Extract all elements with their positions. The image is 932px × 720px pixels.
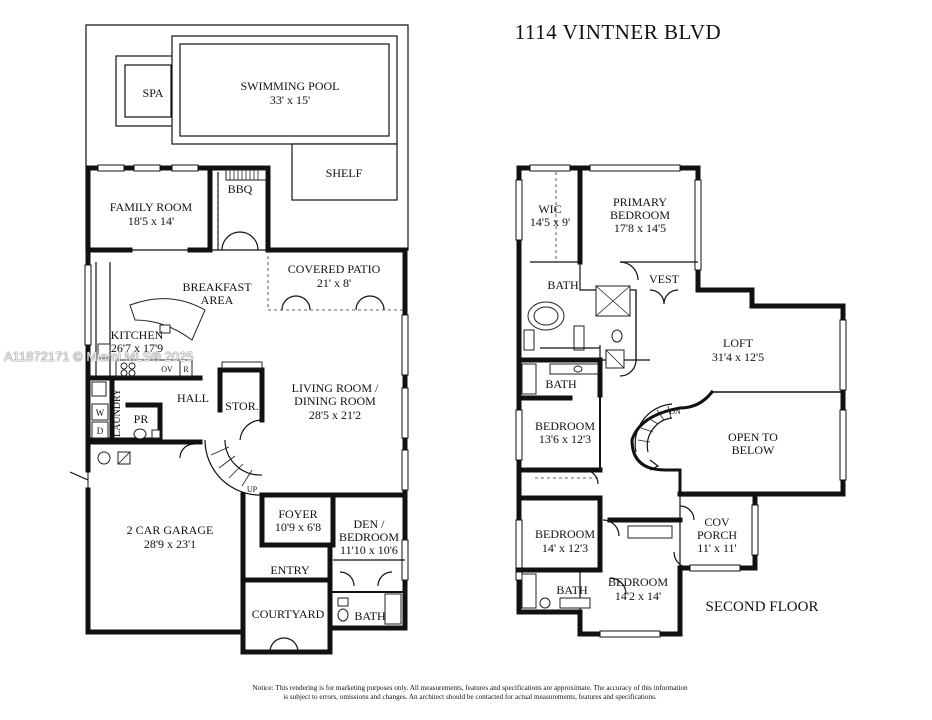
open-to-below-label: OPEN TO — [728, 430, 778, 444]
second-floor-labels: 1114 VINTNER BLVD WIC 14'5 x 9' PRIMARY … — [515, 20, 819, 615]
washer-label: W — [96, 408, 105, 418]
disclaimer-line-1: Notice: This rendering is for marketing … — [252, 684, 688, 692]
bath-3-label: BATH — [556, 583, 588, 597]
oven-label: OV — [161, 365, 173, 374]
spa-label: SPA — [143, 86, 164, 100]
wic-dimension: 14'5 x 9' — [530, 215, 570, 229]
bedroom-3-dimension: 14' x 12'3 — [542, 541, 588, 555]
loft-dimension: 31'4 x 12'5 — [712, 350, 764, 364]
patio-label: COVERED PATIO — [288, 262, 381, 276]
kitchen-dimension: 26'7 x 17'9 — [111, 341, 163, 355]
den-dimension: 11'10 x 10'6 — [340, 543, 398, 557]
garage-label: 2 CAR GARAGE — [127, 523, 214, 537]
dining-room-label: DINING ROOM — [294, 394, 376, 408]
first-floor-plan — [69, 24, 409, 655]
foyer-label: FOYER — [278, 507, 317, 521]
foyer-dimension: 10'9 x 6'8 — [275, 520, 321, 534]
hall-label: HALL — [177, 391, 209, 405]
pool-label: SWIMMING POOL — [241, 79, 340, 93]
second-floor-label: SECOND FLOOR — [706, 599, 819, 615]
primary-bath-label: BATH — [547, 278, 579, 292]
dryer-label: D — [97, 426, 104, 436]
stair-up-label: UP — [247, 485, 258, 494]
living-room-dimension: 28'5 x 21'2 — [309, 408, 361, 422]
first-floor-labels: SPA SWIMMING POOL 33' x 15' SHELF BBQ FA… — [96, 79, 400, 623]
primary-bedroom-label-2: BEDROOM — [610, 208, 670, 222]
kitchen-label: KITCHEN — [111, 328, 164, 342]
second-floor-plan — [515, 164, 847, 638]
wic-label: WIC — [538, 202, 561, 216]
family-room-dimension: 18'5 x 14' — [128, 214, 174, 228]
bedroom-4-dimension: 14'2 x 14' — [615, 589, 661, 603]
bedroom-3-label: BEDROOM — [535, 527, 595, 541]
shelf-label: SHELF — [326, 166, 363, 180]
disclaimer-line-2: is subject to errors, omissions and chan… — [283, 693, 657, 701]
den-bath-label: BATH — [354, 609, 386, 623]
disclaimer-notice: Notice: This rendering is for marketing … — [180, 684, 760, 702]
second-floor-windows — [515, 164, 847, 638]
open-to-below-label-2: BELOW — [732, 443, 775, 457]
den-label: DEN / — [354, 517, 386, 531]
courtyard-label: COURTYARD — [252, 607, 325, 621]
patio-dimension: 21' x 8' — [317, 276, 351, 290]
kitchen-island — [129, 298, 206, 341]
fridge-label: R — [183, 365, 189, 374]
den-bedroom-label: BEDROOM — [339, 530, 399, 544]
primary-bedroom-label: PRIMARY — [613, 195, 667, 209]
cov-porch-dimension: 11' x 11' — [697, 541, 736, 555]
primary-bedroom-dimension: 17'8 x 14'5 — [614, 221, 666, 235]
pool-dimension: 33' x 15' — [270, 93, 310, 107]
bedroom-2-dimension: 13'6 x 12'3 — [539, 432, 591, 446]
powder-room-label: PR — [134, 412, 149, 426]
living-room-label: LIVING ROOM / — [292, 381, 379, 395]
breakfast-label: BREAKFAST — [182, 280, 252, 294]
laundry-label: LAUNDRY — [112, 389, 123, 437]
stair-down-label: DN — [669, 407, 681, 416]
entry-label: ENTRY — [270, 563, 310, 577]
bath-2-label: BATH — [545, 377, 577, 391]
shelf-outline — [291, 143, 398, 201]
bbq-label: BBQ — [228, 182, 253, 196]
loft-label: LOFT — [723, 336, 754, 350]
cov-porch-label: COV — [704, 515, 730, 529]
bedroom-4-label: BEDROOM — [608, 575, 668, 589]
cov-porch-label-2: PORCH — [697, 528, 737, 542]
vest-label: VEST — [649, 272, 680, 286]
property-title: 1114 VINTNER BLVD — [515, 20, 721, 44]
bedroom-2-label: BEDROOM — [535, 419, 595, 433]
breakfast-label-2: AREA — [201, 293, 234, 307]
garage-dimension: 28'9 x 23'1 — [144, 537, 196, 551]
family-room-label: FAMILY ROOM — [110, 200, 193, 214]
mls-watermark: A11872171 © Miami MLS® 2025 — [4, 349, 194, 364]
storage-label: STOR. — [225, 399, 258, 413]
